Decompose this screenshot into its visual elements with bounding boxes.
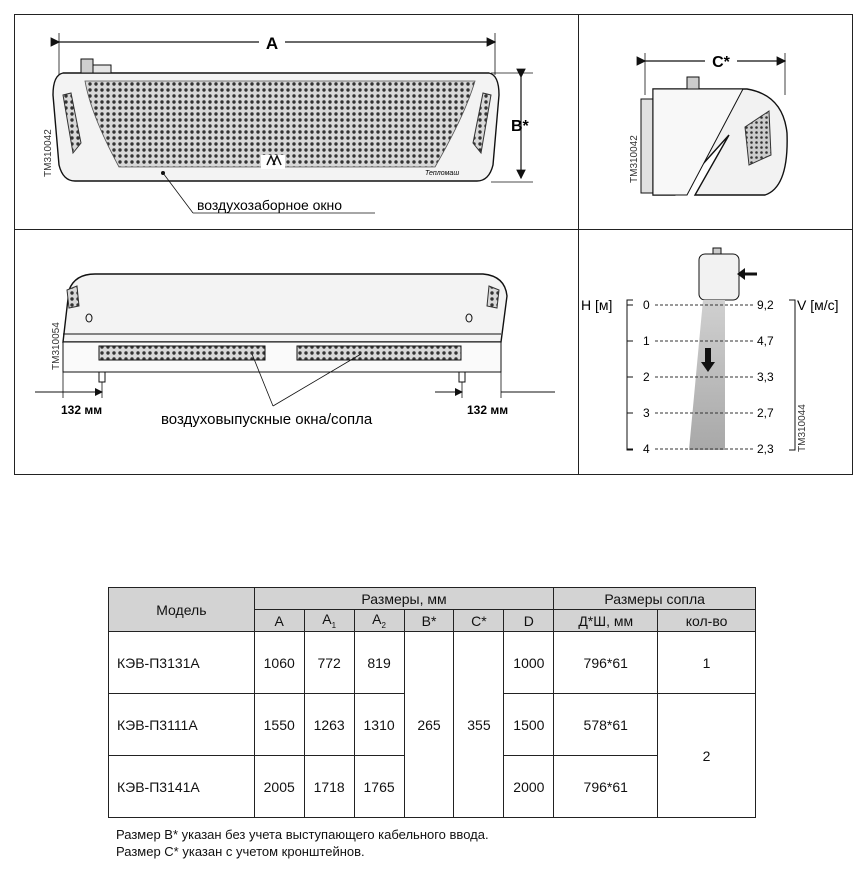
airflow-panel: H [м] V [м/с] 0 1 2 3 4 9,2 4,7 3,3 2,7 … — [578, 229, 853, 475]
doc-code-1: TM310042 — [43, 129, 54, 177]
header-count: кол-во — [657, 609, 756, 632]
height-4: 4 — [643, 442, 650, 456]
height-1: 1 — [643, 334, 650, 348]
cell-model: КЭВ-П3111А — [108, 693, 255, 756]
velocity-2: 3,3 — [757, 370, 774, 384]
header-a1: A1 — [303, 609, 355, 632]
header-a: A — [253, 609, 305, 632]
bottom-view-drawing: 132 мм 132 мм TM310054 воздуховыпускные … — [35, 273, 555, 428]
doc-code-4: TM310044 — [797, 404, 808, 452]
outlet-windows-label: воздуховыпускные окна/сопла — [161, 411, 373, 428]
height-2: 2 — [643, 370, 650, 384]
cell-a1: 1718 — [303, 755, 355, 818]
note-c: Размер C* указан с учетом кронштейнов. — [116, 844, 365, 859]
header-nozzle-size: Размеры сопла — [553, 587, 756, 610]
header-model: Модель — [108, 587, 255, 632]
cell-a1: 772 — [303, 631, 355, 694]
cell-model: КЭВ-П3131А — [108, 631, 255, 694]
height-axis-label: H [м] — [581, 297, 612, 313]
table-row: КЭВ-П3141А 2005 1718 1765 2000 796*61 — [108, 755, 756, 818]
front-view-drawing: A B* Тепломаш TM310042 воздухозаборное о… — [43, 30, 533, 214]
dim-b-label: B* — [511, 118, 530, 135]
velocity-axis-label: V [м/с] — [797, 297, 839, 313]
right-offset-label: 132 мм — [467, 403, 508, 417]
height-0: 0 — [643, 298, 650, 312]
cell-b-shared: 265 — [403, 631, 455, 818]
cell-c-shared: 355 — [453, 631, 505, 818]
front-view-panel: A B* Тепломаш TM310042 воздухозаборное о… — [14, 14, 579, 230]
table-notes: Размер B* указан без учета выступающего … — [116, 826, 489, 860]
cell-count: 1 — [657, 631, 756, 694]
table-row: КЭВ-П3111А 1550 1263 1310 1500 578*61 2 — [108, 693, 756, 818]
cell-count: 2 — [657, 693, 756, 818]
doc-code-3: TM310054 — [51, 322, 62, 370]
bottom-view-panel: 132 мм 132 мм TM310054 воздуховыпускные … — [14, 229, 579, 475]
side-view-panel: C* TM310042 — [578, 14, 853, 230]
airflow-drawing: H [м] V [м/с] 0 1 2 3 4 9,2 4,7 3,3 2,7 … — [581, 247, 839, 456]
cell-a1: 1263 — [303, 693, 355, 756]
spec-table: Модель Размеры, мм Размеры сопла A A1 A2… — [108, 587, 756, 818]
side-view-drawing: C* TM310042 — [629, 51, 788, 196]
table-row: КЭВ-П3131А 1060 772 819 265 355 1000 796… — [108, 631, 756, 818]
dim-c-label: C* — [712, 54, 731, 71]
header-c: C* — [453, 609, 505, 632]
header-d: D — [503, 609, 555, 632]
height-ticks — [627, 304, 633, 450]
doc-code-2: TM310042 — [629, 135, 640, 183]
header-b: B* — [403, 609, 455, 632]
cell-model: КЭВ-П3141А — [108, 755, 255, 818]
velocity-0: 9,2 — [757, 298, 774, 312]
table-header-row-1: Модель Размеры, мм Размеры сопла — [108, 587, 756, 632]
cell-a2: 819 — [353, 631, 405, 694]
cell-a: 1060 — [253, 631, 305, 694]
velocity-3: 2,7 — [757, 406, 774, 420]
velocity-1: 4,7 — [757, 334, 774, 348]
dim-a-label: A — [266, 34, 278, 53]
cell-a: 2005 — [253, 755, 305, 818]
cell-a2: 1765 — [353, 755, 405, 818]
cell-a: 1550 — [253, 693, 305, 756]
cell-d: 2000 — [503, 755, 555, 818]
table-header-row-2: A A1 A2 B* C* D Д*Ш, мм кол-во — [109, 609, 756, 632]
velocity-4: 2,3 — [757, 442, 774, 456]
header-a2: A2 — [353, 609, 405, 632]
cell-a2: 1310 — [353, 693, 405, 756]
cell-d: 1000 — [503, 631, 555, 694]
cell-d: 1500 — [503, 693, 555, 756]
left-offset-label: 132 мм — [61, 403, 102, 417]
cell-dw: 578*61 — [553, 693, 659, 756]
height-3: 3 — [643, 406, 650, 420]
note-b: Размер B* указан без учета выступающего … — [116, 827, 489, 842]
header-dw: Д*Ш, мм — [553, 609, 659, 632]
brand-label: Тепломаш — [425, 170, 459, 177]
cell-dw: 796*61 — [553, 755, 659, 818]
cell-dw: 796*61 — [553, 631, 659, 694]
intake-window-label: воздухозаборное окно — [197, 197, 342, 213]
header-dimensions: Размеры, мм — [253, 587, 555, 610]
